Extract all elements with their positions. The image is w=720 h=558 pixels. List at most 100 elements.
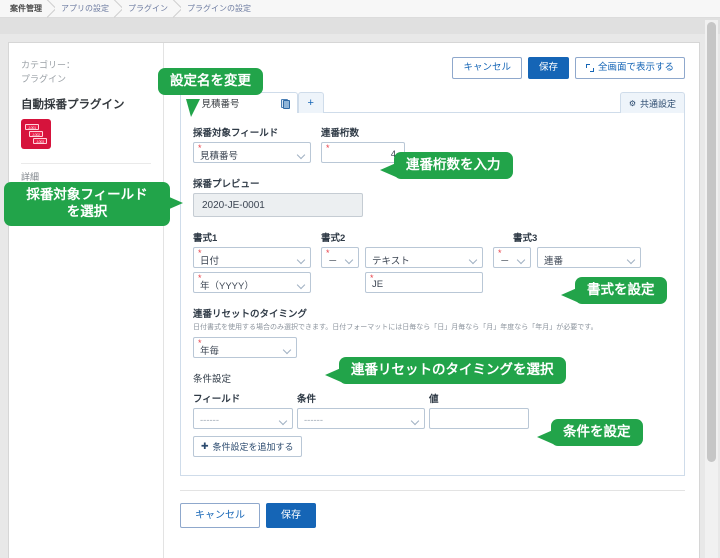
callout-set-format: 書式を設定 bbox=[575, 277, 667, 304]
reset-timing-hint: 日付書式を使用する場合のみ選択できます。日付フォーマットには日毎なら「日」月毎な… bbox=[193, 324, 598, 332]
callout-set-format-tail bbox=[561, 288, 577, 302]
required-marker: * bbox=[498, 248, 502, 259]
breadcrumb-label: プラグインの設定 bbox=[187, 4, 251, 13]
required-marker: * bbox=[198, 273, 202, 284]
format2-type-select[interactable]: テキスト bbox=[365, 247, 483, 269]
target-field-select[interactable]: * 見積番号 bbox=[193, 142, 311, 164]
breadcrumb-separator-icon bbox=[46, 0, 55, 18]
breadcrumb-label: プラグイン bbox=[128, 4, 168, 13]
format-section: 書式1 書式2 書式3 * 日付 * － テキスト bbox=[193, 230, 672, 294]
preview-group: 採番プレビュー 2020-JE-0001 bbox=[193, 176, 672, 218]
cancel-button[interactable]: キャンセル bbox=[452, 57, 522, 80]
breadcrumb-item-0[interactable]: 案件管理 bbox=[6, 0, 57, 18]
condition-row: ------ ------ bbox=[193, 408, 672, 430]
target-and-digits-row: 採番対象フィールド * 見積番号 連番桁数 * 4 bbox=[193, 125, 672, 164]
fullscreen-icon bbox=[585, 64, 594, 73]
plus-icon: ✚ bbox=[201, 441, 209, 452]
condition-value-input[interactable] bbox=[429, 408, 529, 430]
breadcrumb: 案件管理 アプリの設定 プラグイン プラグインの設定 bbox=[0, 0, 720, 18]
add-condition-button[interactable]: ✚ 条件設定を追加する bbox=[193, 436, 302, 458]
detail-label: 詳細 bbox=[21, 172, 40, 182]
plugin-title: 自動採番プラグイン bbox=[21, 99, 125, 111]
required-marker: * bbox=[326, 143, 330, 154]
tab-strip: ✎ 見積番号 + ⚙ 共通設定 bbox=[180, 91, 685, 114]
breadcrumb-item-1[interactable]: アプリの設定 bbox=[57, 0, 124, 18]
breadcrumb-item-3[interactable]: プラグインの設定 bbox=[183, 3, 255, 14]
required-marker: * bbox=[198, 338, 202, 349]
plugin-icon: J-001 J-002 J-003 bbox=[21, 119, 51, 149]
condition-operator-value: ------ bbox=[304, 415, 323, 427]
callout-enter-digits-tail bbox=[380, 163, 396, 177]
format2-text-input[interactable]: * JE bbox=[365, 272, 483, 294]
conditions-col-value: 値 bbox=[429, 394, 439, 406]
scrollbar-thumb[interactable] bbox=[707, 22, 716, 462]
plugin-icon-tag: J-002 bbox=[29, 131, 43, 137]
common-settings-label: 共通設定 bbox=[639, 98, 676, 109]
callout-set-condition-tail bbox=[537, 430, 553, 444]
callout-rename: 設定名を変更 bbox=[158, 68, 263, 95]
required-marker: * bbox=[198, 248, 202, 259]
copy-icon[interactable] bbox=[280, 98, 291, 110]
add-tab-button[interactable]: + bbox=[297, 92, 324, 114]
bottom-action-bar: キャンセル 保存 bbox=[180, 490, 685, 529]
required-marker: * bbox=[198, 143, 202, 154]
callout-select-target-field-tail bbox=[167, 196, 183, 210]
conditions-col-field: フィールド bbox=[193, 394, 241, 406]
category-label: カテゴリー： bbox=[21, 60, 76, 70]
format-type-row: * 日付 * － テキスト * － 連番 bbox=[193, 247, 672, 269]
fullscreen-label: 全画面で表示する bbox=[597, 62, 674, 73]
callout-enter-digits: 連番桁数を入力 bbox=[394, 152, 513, 179]
format1-detail-value: 年（YYYY） bbox=[200, 280, 254, 292]
target-field-group: 採番対象フィールド * 見積番号 bbox=[193, 125, 311, 164]
footer-save-button[interactable]: 保存 bbox=[266, 503, 316, 529]
reset-timing-section: 連番リセットのタイミング 日付書式を使用する場合のみ選択できます。日付フォーマッ… bbox=[193, 306, 672, 359]
format3-type-select[interactable]: 連番 bbox=[537, 247, 641, 269]
preview-value: 2020-JE-0001 bbox=[193, 193, 363, 218]
digits-label: 連番桁数 bbox=[321, 128, 360, 140]
save-button[interactable]: 保存 bbox=[527, 57, 569, 80]
footer-cancel-button[interactable]: キャンセル bbox=[180, 503, 260, 529]
callout-select-reset-timing-tail bbox=[325, 368, 341, 382]
breadcrumb-separator-icon bbox=[113, 0, 122, 18]
breadcrumb-label: 案件管理 bbox=[10, 4, 42, 13]
format2-separator-value: － bbox=[328, 255, 338, 267]
format3-separator-select[interactable]: * － bbox=[493, 247, 531, 269]
top-action-bar: キャンセル 保存 全画面で表示する bbox=[180, 57, 685, 80]
target-field-label: 採番対象フィールド bbox=[193, 128, 279, 140]
tab-label: 見積番号 bbox=[201, 99, 240, 111]
reset-timing-label: 連番リセットのタイミング bbox=[193, 309, 308, 321]
required-marker: * bbox=[326, 248, 330, 259]
format-headers: 書式1 書式2 書式3 bbox=[193, 230, 672, 244]
callout-select-target-field: 採番対象フィールド を選択 bbox=[4, 182, 170, 226]
callout-set-condition: 条件を設定 bbox=[551, 419, 643, 446]
common-settings-tab[interactable]: ⚙ 共通設定 bbox=[619, 92, 685, 114]
format2-separator-select[interactable]: * － bbox=[321, 247, 359, 269]
target-field-value: 見積番号 bbox=[200, 150, 239, 162]
format1-label: 書式1 bbox=[193, 233, 218, 245]
condition-field-value: ------ bbox=[200, 415, 219, 427]
required-marker: * bbox=[370, 273, 374, 284]
format2-label: 書式2 bbox=[321, 233, 346, 245]
reset-timing-select[interactable]: * 年毎 bbox=[193, 337, 297, 359]
header-strip bbox=[0, 18, 720, 34]
fullscreen-button[interactable]: 全画面で表示する bbox=[574, 57, 685, 80]
breadcrumb-label: アプリの設定 bbox=[61, 4, 109, 13]
callout-rename-tail bbox=[186, 99, 200, 117]
vertical-scrollbar[interactable] bbox=[705, 20, 718, 558]
category-value: プラグイン bbox=[21, 73, 67, 84]
condition-field-select[interactable]: ------ bbox=[193, 408, 293, 430]
add-condition-label: 条件設定を追加する bbox=[212, 442, 294, 453]
condition-operator-select[interactable]: ------ bbox=[297, 408, 425, 430]
breadcrumb-item-2[interactable]: プラグイン bbox=[124, 0, 183, 18]
sidebar-divider bbox=[21, 163, 151, 164]
callout-select-reset-timing: 連番リセットのタイミングを選択 bbox=[339, 357, 566, 384]
format1-detail-select[interactable]: * 年（YYYY） bbox=[193, 272, 311, 294]
digits-input[interactable]: * 4 bbox=[321, 142, 405, 164]
plugin-sidebar: カテゴリー： プラグイン 自動採番プラグイン J-001 J-002 J-003… bbox=[9, 43, 164, 558]
format2-type-value: テキスト bbox=[372, 255, 410, 267]
conditions-col-condition: 条件 bbox=[297, 394, 317, 406]
format1-type-value: 日付 bbox=[200, 255, 220, 267]
reset-timing-value: 年毎 bbox=[200, 345, 220, 357]
format1-type-select[interactable]: * 日付 bbox=[193, 247, 311, 269]
conditions-section: 条件設定 フィールド 条件 値 ------ ------ bbox=[193, 371, 672, 458]
